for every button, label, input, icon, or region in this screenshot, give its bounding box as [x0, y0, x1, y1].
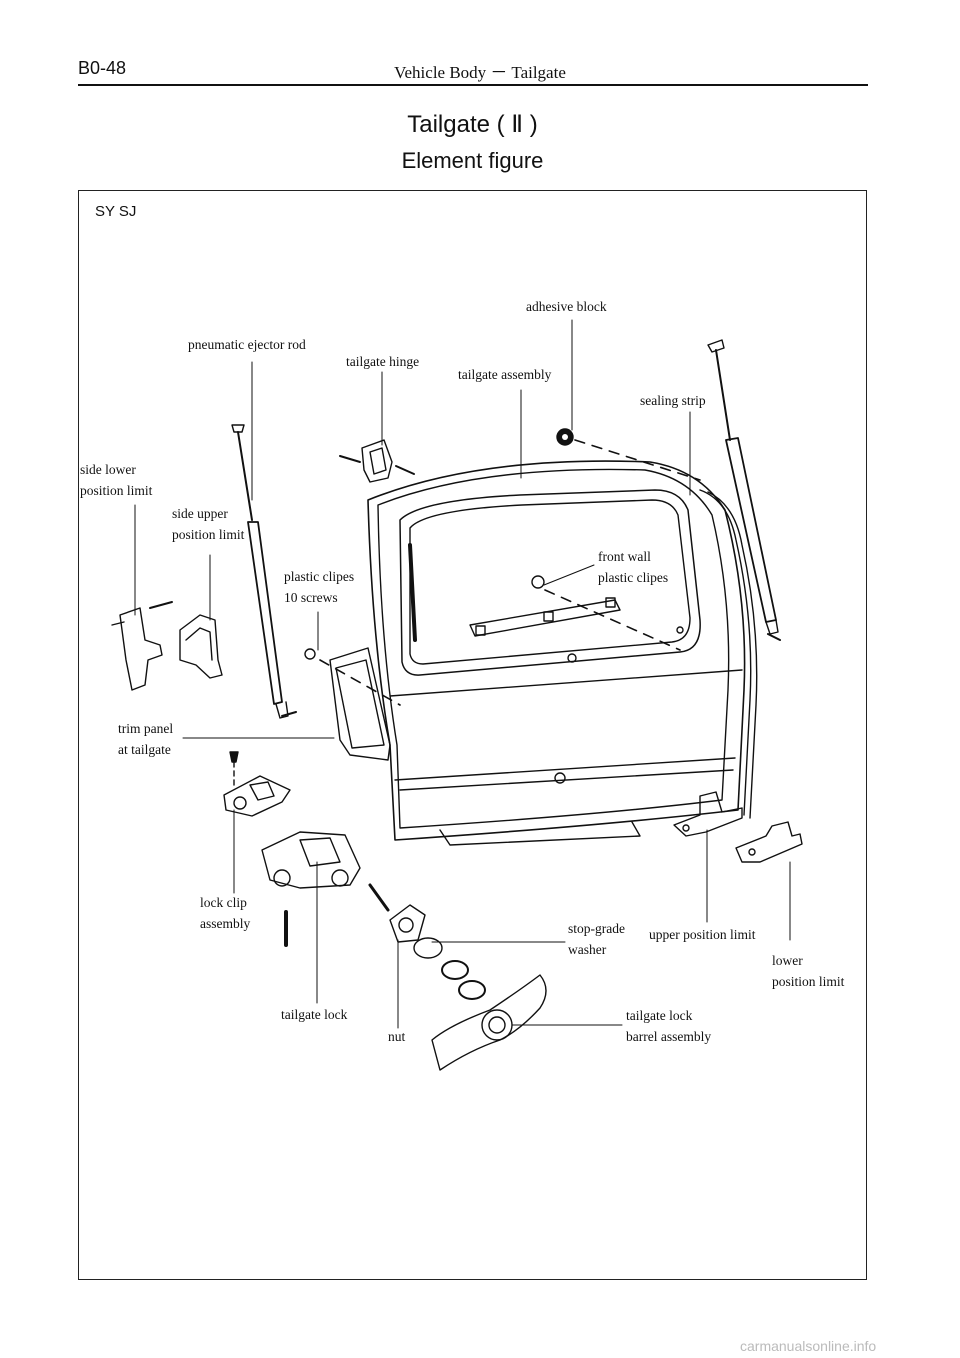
figure-frame: [78, 190, 867, 1280]
label-plastic-clipes: plastic clipes 10 screws: [284, 569, 355, 605]
tailgate-lock: [261, 831, 361, 947]
tailgate-hinge: [339, 439, 415, 483]
tailgate-body: [367, 460, 758, 846]
section-header: Vehicle Body － Tailgate: [394, 63, 566, 82]
label-adhesive-block: adhesive block: [526, 299, 607, 314]
label-side-upper-position-limit: side upper position limit: [172, 506, 245, 542]
label-tailgate-lock: tailgate lock: [281, 1007, 348, 1022]
label-front-wall-plastic-clipes: front wall plastic clipes: [598, 549, 669, 585]
side-upper-limit: [179, 614, 223, 679]
side-lower-limit: [111, 601, 173, 691]
lower-position-limit: [735, 821, 803, 863]
header-rule: [78, 84, 868, 86]
label-lock-clip-assembly: lock clip assembly: [200, 895, 251, 931]
label-trim-panel: trim panel at tailgate: [118, 721, 174, 757]
label-sealing-strip: sealing strip: [640, 393, 706, 408]
trim-panel: [329, 647, 391, 761]
plastic-clip: [304, 648, 316, 660]
right-gas-strut: [707, 339, 781, 641]
model-code: SY SJ: [95, 203, 137, 220]
label-nut: nut: [388, 1029, 406, 1044]
watermark: carmanualsonline.info: [740, 1338, 877, 1354]
page-title: Tailgate ( Ⅱ ): [407, 111, 538, 138]
page-code: B0-48: [78, 58, 127, 78]
label-tailgate-lock-barrel: tailgate lock barrel assembly: [626, 1008, 712, 1044]
upper-position-limit: [673, 791, 743, 837]
label-side-lower-position-limit: side lower position limit: [80, 462, 153, 498]
front-wall-clip: [531, 575, 545, 589]
label-tailgate-assembly: tailgate assembly: [458, 367, 552, 382]
label-upper-position-limit: upper position limit: [649, 927, 756, 942]
page-subtitle: Element figure: [401, 148, 544, 173]
lock-clip-assembly: [223, 751, 291, 817]
leader-lines: [134, 319, 791, 1029]
label-pneumatic-ejector-rod: pneumatic ejector rod: [188, 337, 306, 352]
adhesive-block: [556, 428, 574, 446]
left-gas-strut: [231, 424, 297, 719]
label-lower-position-limit: lower position limit: [772, 953, 845, 989]
label-stop-grade-washer: stop-grade washer: [568, 921, 625, 957]
label-tailgate-hinge: tailgate hinge: [346, 354, 420, 369]
assembly-lines: [319, 439, 701, 706]
lock-barrel-parts: [368, 883, 547, 1071]
